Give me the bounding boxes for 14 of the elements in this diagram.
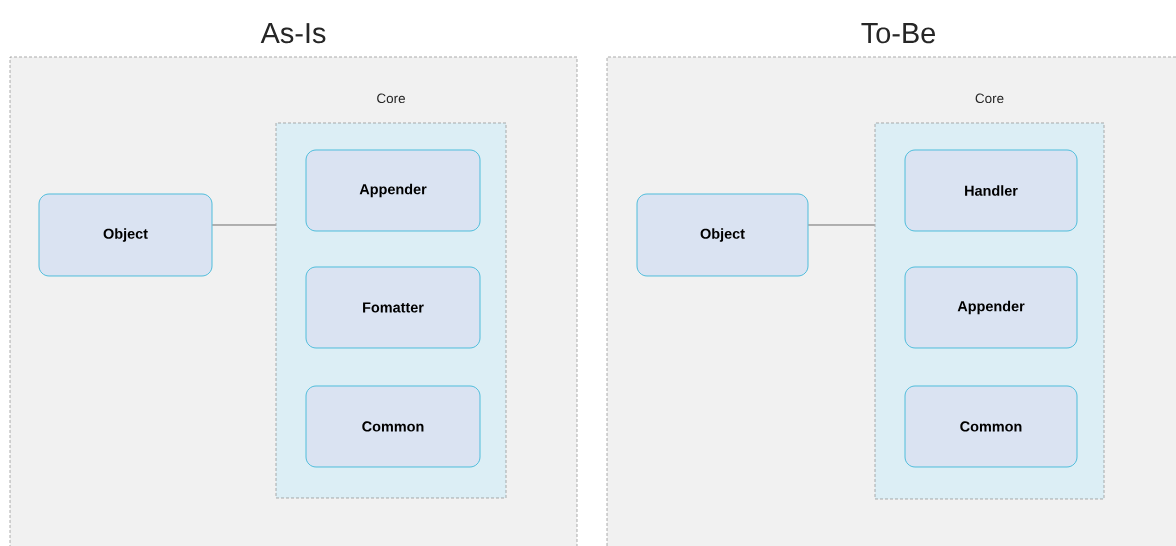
component-box: Handler [904, 149, 1078, 232]
component-box: Appender [904, 266, 1078, 349]
connector-line [808, 224, 876, 226]
component-box: Appender [305, 149, 481, 232]
panel-title: As-Is [260, 23, 326, 44]
component-box: Object [636, 193, 809, 277]
component-box: Common [305, 385, 481, 468]
component-box: Fomatter [305, 266, 481, 349]
connector-line [212, 224, 277, 226]
group-label: Core [377, 93, 405, 104]
component-box: Object [38, 193, 213, 277]
group-label: Core [975, 93, 1004, 104]
component-box: Common [904, 385, 1078, 468]
panel-title: To-Be [861, 23, 935, 44]
